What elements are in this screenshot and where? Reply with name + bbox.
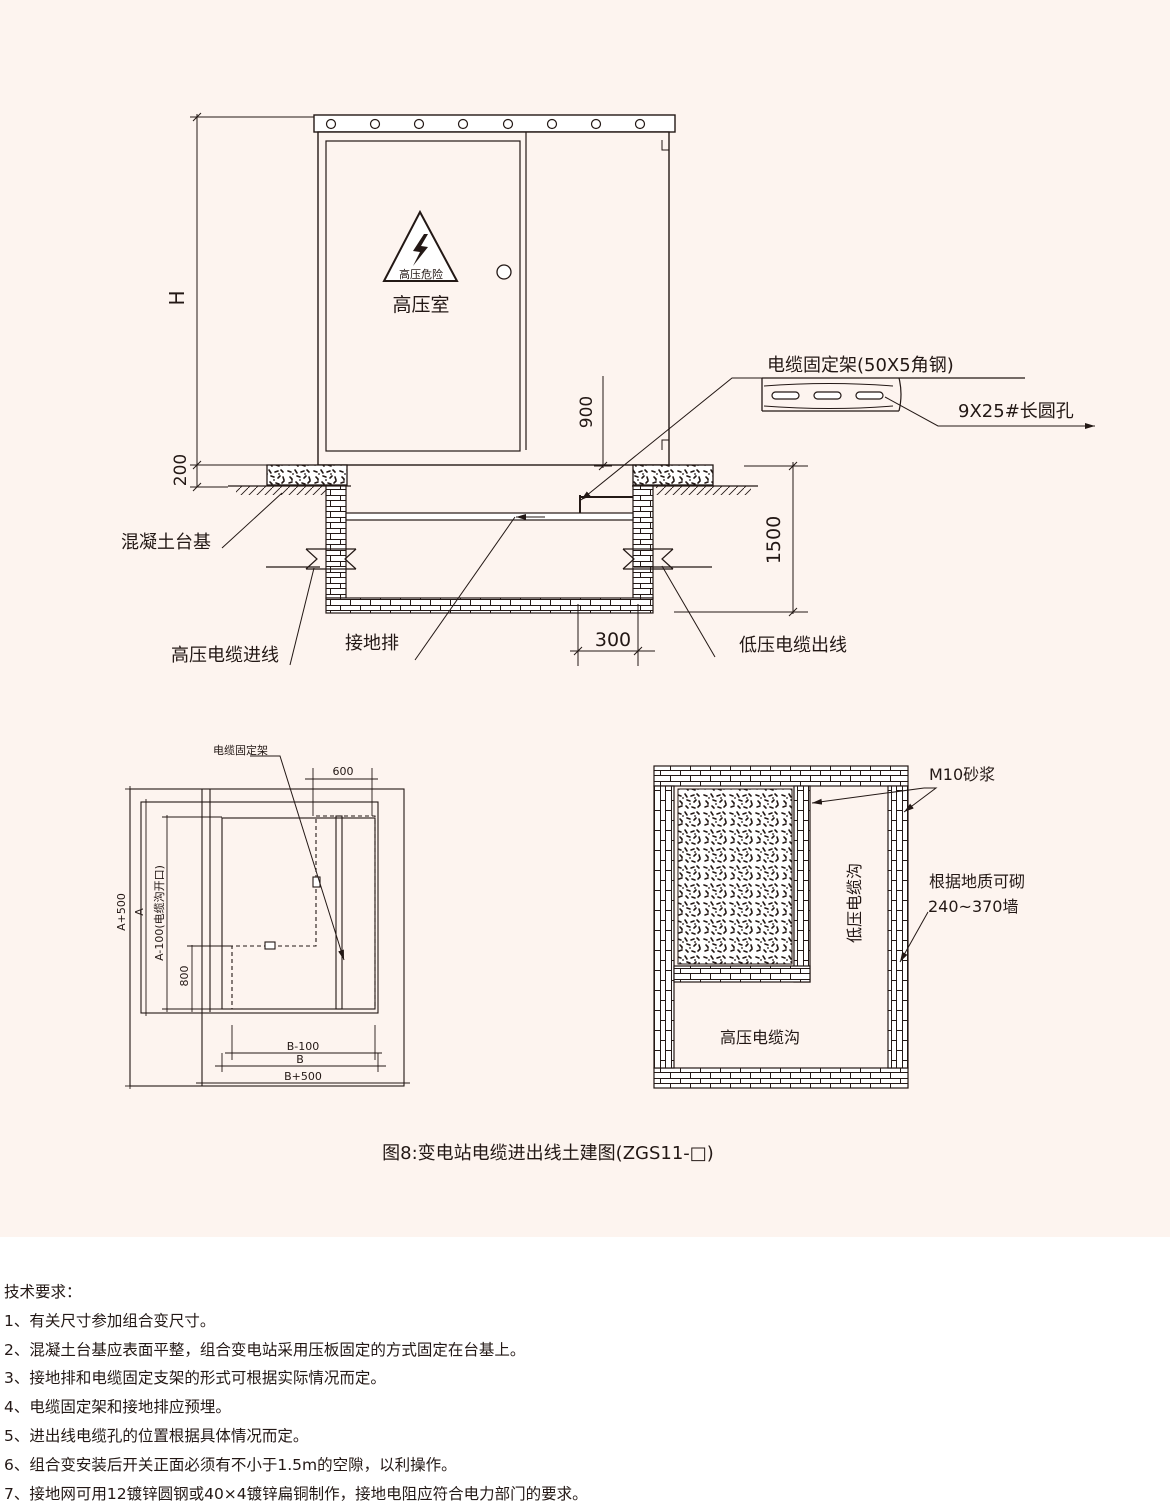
notes-title: 技术要求：: [4, 1283, 82, 1301]
figure-caption: 图8:变电站电缆进出线土建图(ZGS11-□): [382, 1143, 714, 1164]
plan-bracket: [335, 815, 343, 1010]
roof-bolts: [325, 118, 646, 130]
note-item-2: 2、混凝土台基应表面平整，组合变电站采用压板固定的方式固定在台基上。: [4, 1340, 526, 1359]
note-item-5: 5、进出线电缆孔的位置根据具体情况而定。: [4, 1426, 309, 1445]
lv-trench-label: 低压电缆沟: [845, 863, 864, 943]
dim-h: [190, 112, 314, 492]
dim-300-label: 300: [595, 629, 631, 651]
concrete-base-label: 混凝土台基: [121, 532, 211, 553]
plan-leader: [250, 755, 345, 961]
grounding-bar: [345, 512, 634, 521]
door-handle: [496, 264, 512, 280]
dim-1500: [674, 461, 808, 617]
pit-wall-right: [632, 485, 654, 599]
wall-note-line1: 根据地质可砌: [929, 872, 1025, 891]
mortar-label: M10砂浆: [929, 765, 995, 784]
plan-trench: [231, 815, 376, 1010]
leaders: [221, 377, 1095, 666]
dim-900-label: 900: [577, 396, 597, 428]
civil-works-drawing: H 200 900 1500 300 高压危险 高压室 电缆固定架(50X5角钢…: [115, 112, 1095, 1164]
note-item-3: 3、接地排和电缆固定支架的形式可根据实际情况而定。: [4, 1369, 386, 1388]
note-item-6: 6、组合变安装后开关正面必须有不小于1.5m的空隙，以利操作。: [4, 1455, 457, 1474]
section-leaders: [811, 787, 938, 963]
dim-300: [570, 604, 655, 666]
plan-outer: [129, 788, 405, 1087]
lv-cable-out-label: 低压电缆出线: [739, 635, 847, 656]
hv-cable-in-label: 高压电缆进线: [171, 645, 279, 666]
pit-wall-left: [325, 485, 347, 599]
note-item-1: 1、有关尺寸参加组合变尺寸。: [4, 1311, 216, 1330]
technical-requirements: 技术要求： 1、有关尺寸参加组合变尺寸。 2、混凝土台基应表面平整，组合变电站采…: [4, 1278, 1164, 1508]
plan-dim-800: 800: [178, 966, 191, 987]
plan-bracket-label: 电缆固定架: [213, 743, 268, 757]
concrete-base-right: [632, 464, 714, 486]
plan-dim-a: A: [133, 908, 146, 916]
note-item-7: 7、接地网可用12镀锌圆钢或40×4镀锌扁铜制作，接地电阻应符合电力部门的要求。: [4, 1484, 588, 1503]
grounding-bar-label: 接地排: [345, 633, 399, 654]
plan-dim-b-minus-100: B-100: [287, 1040, 320, 1053]
dim-1500-label: 1500: [763, 516, 785, 564]
plan-dims: [125, 768, 410, 1089]
hv-trench-label: 高压电缆沟: [720, 1028, 800, 1047]
plan-cabinet: [140, 801, 379, 1014]
plan-dim-b-plus-500: B+500: [284, 1070, 322, 1083]
plan-dim-a-plus-500: A+500: [115, 893, 128, 931]
lv-cable-entry: [622, 548, 712, 570]
cabinet-body: [317, 131, 670, 466]
bracket-detail: [761, 377, 1025, 412]
wall-note-line2: 240~370墙: [928, 897, 1019, 916]
hv-room-label: 高压室: [392, 294, 449, 316]
roof-bar: [313, 114, 676, 133]
concrete-base-left: [266, 464, 348, 486]
pit-floor: [325, 597, 654, 614]
lightning-icon: [413, 234, 428, 266]
dim-200-label: 200: [171, 454, 191, 486]
plan-view: [125, 755, 410, 1089]
plan-dim-600: 600: [333, 765, 354, 778]
dim-900: [594, 376, 612, 471]
hv-cable-entry: [266, 548, 357, 570]
plan-opening: [221, 817, 376, 1010]
cable-bracket: [579, 495, 633, 513]
warning-sign-text: 高压危险: [399, 267, 443, 281]
plan-dim-a-minus-100: A-100(电缆沟开口): [153, 865, 166, 961]
plan-dim-b: B: [296, 1053, 304, 1066]
warning-sign: [382, 209, 459, 282]
elevation-view: [190, 112, 1095, 666]
concrete-infill: [677, 788, 793, 965]
trench-section: [653, 765, 938, 1089]
cable-bracket-spec: 电缆固定架(50X5角钢): [767, 355, 954, 376]
dim-h-label: H: [165, 290, 189, 305]
hv-room-door: [325, 140, 521, 452]
slot-hole-spec: 9X25#长圆孔: [958, 401, 1074, 422]
note-item-4: 4、电缆固定架和接地排应预埋。: [4, 1398, 231, 1417]
